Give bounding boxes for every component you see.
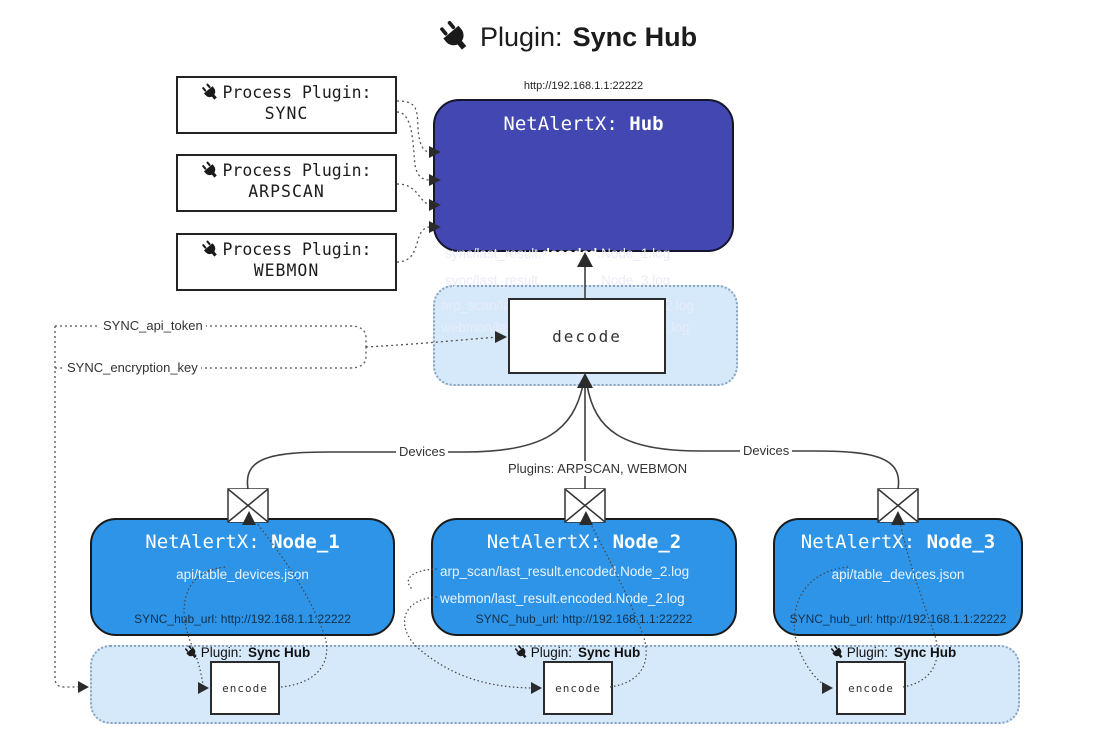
process-plugin-label: Process Plugin: [222,83,372,102]
edge-arpscan-to-hub [396,183,431,206]
plug-icon [830,645,845,660]
node-hub-url: SYNC_hub_url: http://192.168.1.1:22222 [475,612,693,626]
node-file-line: webmon/last_result.encoded.Node_2.log [440,591,685,606]
encode-plugin-label-1: Plugin:Sync Hub [162,645,332,660]
plug-icon [201,83,220,102]
sync-encryption-key-label: SYNC_encryption_key [64,360,201,375]
node-file-line: arp_scan/last_result.encoded.Node_2.log [440,564,690,579]
process-plugin-name: WEBMON [253,261,320,280]
encode-plugin-label-2: Plugin:Sync Hub [492,645,662,660]
edge-label-devices-right: Devices [740,443,793,458]
process-plugin-label: Process Plugin: [222,240,372,259]
plug-icon [514,645,529,660]
hub-url-label: http://192.168.1.1:22222 [523,80,644,92]
process-plugin-webmon: Process Plugin: WEBMON [176,233,397,291]
process-plugin-label: Process Plugin: [222,161,372,180]
hub-title-prefix: NetAlertX: [503,113,618,135]
edge-label-devices-left: Devices [396,444,449,459]
edge-settings-to-encode [54,326,80,688]
process-plugin-name: ARPSCAN [248,182,325,201]
node-title: NetAlertX: Node_2 [486,531,682,553]
hub-log-line: sync/last_result.decoded.Node_1.log [445,246,671,261]
process-plugin-sync: Process Plugin: SYNC [176,76,397,134]
hub-log-line: sync/last_result.decoded.Node_3.log [445,273,671,288]
process-plugin-name: SYNC [264,104,309,123]
node-3: NetAlertX: Node_3 api/table_devices.json… [773,518,1023,636]
hub-title: NetAlertX: Hub [435,113,732,135]
plug-icon [438,20,472,54]
node-1: NetAlertX: Node_1 api/table_devices.json… [90,518,395,636]
node-file-line: api/table_devices.json [176,567,309,582]
page-title-bold: Sync Hub [572,21,698,52]
hub-node: NetAlertX: Hub sync/last_result.decoded.… [433,99,734,335]
plug-icon [184,645,199,660]
page-title: Plugin: Sync Hub [438,16,697,58]
page-title-prefix: Plugin: [480,21,563,52]
edge-sync-to-hub-1 [396,100,431,153]
plug-icon [201,240,220,259]
node-hub-url: SYNC_hub_url: http://192.168.1.1:22222 [789,612,1007,626]
node-file-line: api/table_devices.json [831,567,965,582]
encode-box-3: encode [836,661,906,715]
plug-icon [201,161,220,180]
node-title: NetAlertX: Node_1 [145,531,340,553]
node-title: NetAlertX: Node_3 [800,531,996,553]
edge-label-plugins-center: Plugins: ARPSCAN, WEBMON [505,461,691,476]
edge-sync-to-hub-2 [396,111,431,181]
edge-webmon-to-hub [396,226,431,263]
encode-plugin-label-3: Plugin:Sync Hub [808,645,978,660]
sync-api-token-label: SYNC_api_token [100,318,206,333]
hub-title-bold: Hub [629,113,664,135]
node-2: NetAlertX: Node_2 arp_scan/last_result.e… [431,518,737,636]
decode-box: decode [508,298,666,374]
encode-box-2: encode [543,661,613,715]
node-hub-url: SYNC_hub_url: http://192.168.1.1:22222 [134,612,351,626]
encode-box-1: encode [210,661,280,715]
process-plugin-arpscan: Process Plugin: ARPSCAN [176,154,397,212]
